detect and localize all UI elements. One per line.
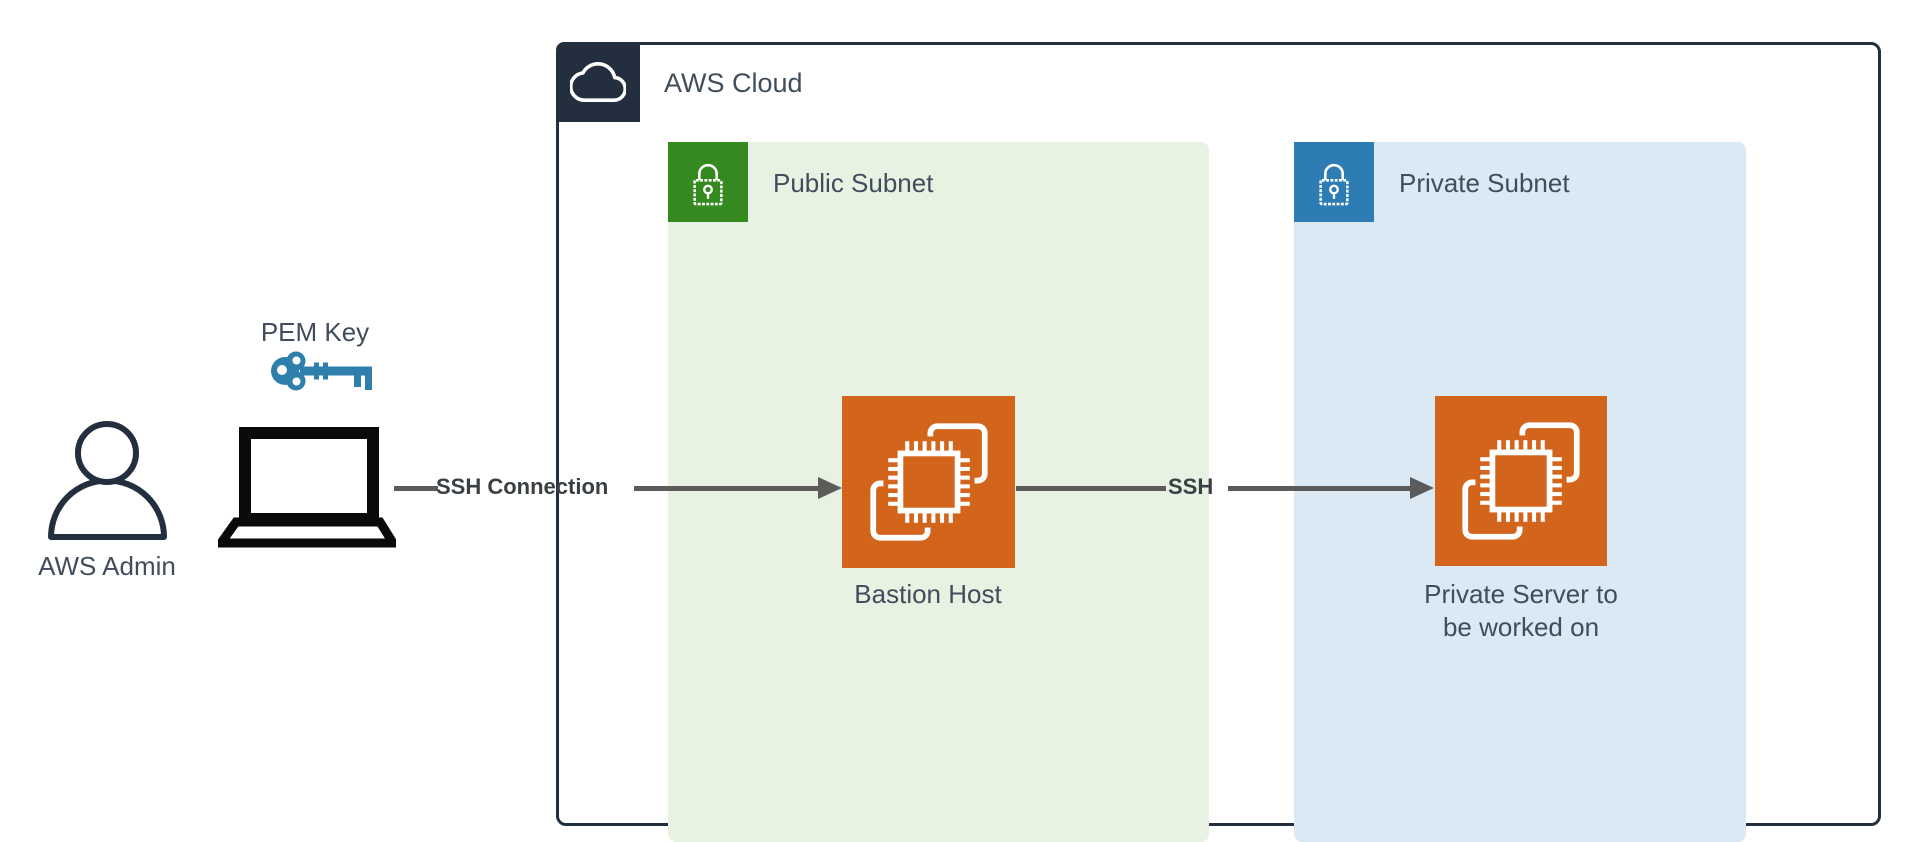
laptop-icon — [218, 427, 396, 548]
key-icon — [271, 351, 372, 391]
ssh-connection-line-right — [634, 486, 818, 491]
aws-cloud-badge — [556, 42, 640, 122]
pem-key-label: PEM Key — [260, 317, 370, 347]
ssh-arrowhead-icon — [1410, 477, 1434, 499]
ssh-label: SSH — [1168, 474, 1214, 499]
ssh-connection-line-left — [394, 486, 438, 491]
private-server-label-line2: be worked on — [1442, 612, 1600, 642]
cloud-icon — [570, 62, 626, 102]
private-server-node — [1435, 396, 1607, 566]
private-server-ec2-icon — [1462, 422, 1580, 540]
bastion-ec2-icon — [869, 423, 988, 541]
private-subnet-badge — [1294, 142, 1374, 222]
private-subnet-label: Private Subnet — [1399, 168, 1570, 198]
bastion-host-node — [842, 396, 1015, 568]
ssh-line-right — [1228, 486, 1410, 491]
aws-admin-label: AWS Admin — [38, 551, 176, 581]
user-icon — [48, 421, 167, 540]
private-subnet-lock-icon — [1319, 163, 1349, 206]
ssh-connection-label: SSH Connection — [436, 474, 609, 499]
private-server-label-line1: Private Server to — [1424, 579, 1618, 609]
ssh-connection-arrowhead-icon — [818, 477, 842, 499]
bastion-host-label: Bastion Host — [854, 579, 1002, 609]
ssh-line-left — [1016, 486, 1166, 491]
aws-cloud-label: AWS Cloud — [664, 68, 803, 98]
public-subnet-lock-icon — [693, 163, 723, 206]
private-server-label: Private Server to be worked on — [1385, 578, 1657, 644]
public-subnet-badge — [668, 142, 748, 222]
public-subnet-label: Public Subnet — [773, 168, 934, 198]
